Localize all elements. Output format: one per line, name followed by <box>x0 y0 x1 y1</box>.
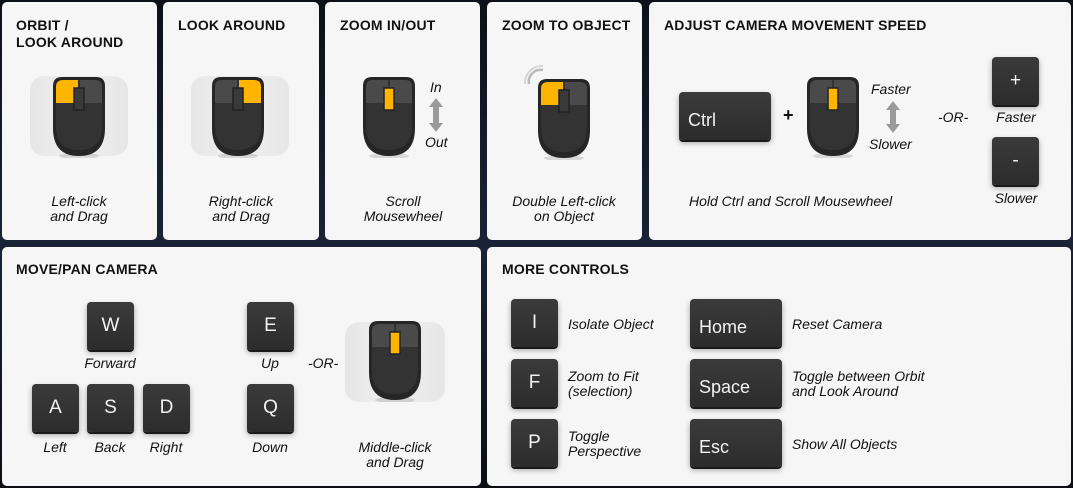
move-caption: Middle-click <box>358 439 432 455</box>
orbit-caption: Left-click <box>51 193 107 209</box>
minus-key: - <box>992 137 1039 185</box>
esc-key: Esc <box>690 419 782 467</box>
faster-label-2: Faster <box>996 109 1036 125</box>
reset-camera-label: Reset Camera <box>792 316 883 332</box>
more-title: MORE CONTROLS <box>502 261 630 277</box>
forward-label: Forward <box>84 355 136 371</box>
zoom-caption-2: Mousewheel <box>363 208 443 224</box>
home-key: Home <box>690 299 782 347</box>
d-key: D <box>143 384 190 432</box>
q-key: Q <box>247 384 294 432</box>
toggle-orbit-label: Toggle between Orbit <box>792 368 925 384</box>
left-label: Left <box>43 439 67 455</box>
zoom-object-caption-2: on Object <box>534 208 594 224</box>
back-label: Back <box>94 439 126 455</box>
mouse-scroll-icon <box>362 76 416 159</box>
move-title: MOVE/PAN CAMERA <box>16 261 158 277</box>
orbit-title: ORBIT / <box>16 17 69 33</box>
zoom-fit-label-2: (selection) <box>568 383 633 399</box>
p-key: P <box>511 419 558 467</box>
isolate-label: Isolate Object <box>568 316 654 332</box>
or-separator: -OR- <box>308 355 339 371</box>
zoom-in-label: In <box>430 79 442 95</box>
space-key: Space <box>690 359 782 407</box>
down-label: Down <box>252 439 288 455</box>
up-down-arrow-icon <box>886 101 900 133</box>
move-pan-panel: MOVE/PAN CAMERA W Forward A Left S Back … <box>2 247 481 486</box>
mouse-scroll-icon <box>806 76 860 159</box>
perspective-label-2: Perspective <box>568 443 642 459</box>
plus-key: + <box>992 57 1039 105</box>
f-key: F <box>511 359 558 407</box>
mouse-middle-click-icon <box>368 320 422 403</box>
zoom-out-label: Out <box>425 134 448 150</box>
i-key: I <box>511 299 558 347</box>
orbit-caption-2: and Drag <box>50 208 108 224</box>
a-key: A <box>32 384 79 432</box>
speed-title: ADJUST CAMERA MOVEMENT SPEED <box>664 17 927 33</box>
mouse-right-click-icon <box>211 76 265 159</box>
show-all-label: Show All Objects <box>792 436 898 452</box>
look-caption-2: and Drag <box>212 208 270 224</box>
right-label: Right <box>149 439 183 455</box>
up-label: Up <box>261 355 279 371</box>
slower-label: Slower <box>869 136 912 152</box>
up-down-arrow-icon <box>429 98 443 132</box>
e-key: E <box>247 302 294 350</box>
zoom-title: ZOOM IN/OUT <box>340 17 436 33</box>
zoom-object-caption: Double Left-click <box>512 193 616 209</box>
plus-sign: + <box>783 105 794 125</box>
look-title: LOOK AROUND <box>178 17 286 33</box>
speed-caption: Hold Ctrl and Scroll Mousewheel <box>689 193 893 209</box>
faster-label: Faster <box>871 81 911 97</box>
perspective-label: Toggle <box>568 428 610 444</box>
or-separator: -OR- <box>938 109 969 125</box>
camera-speed-panel: ADJUST CAMERA MOVEMENT SPEED Ctrl + Fast… <box>649 2 1071 240</box>
mouse-double-click-icon <box>537 78 591 161</box>
orbit-title-2: LOOK AROUND <box>16 34 124 50</box>
zoom-caption: Scroll <box>385 193 421 209</box>
zoom-object-title: ZOOM TO OBJECT <box>502 17 631 33</box>
toggle-orbit-label-2: and Look Around <box>792 383 899 399</box>
s-key: S <box>87 384 134 432</box>
more-controls-panel: MORE CONTROLS I Isolate Object F Zoom to… <box>487 247 1071 486</box>
ctrl-key: Ctrl <box>679 92 771 140</box>
zoom-fit-label: Zoom to Fit <box>568 368 639 384</box>
mouse-left-click-icon <box>52 76 106 159</box>
move-caption-2: and Drag <box>366 454 424 470</box>
look-caption: Right-click <box>208 193 274 209</box>
w-key: W <box>87 302 134 350</box>
slower-label-2: Slower <box>994 190 1038 206</box>
double-click-waves-icon <box>523 64 544 85</box>
